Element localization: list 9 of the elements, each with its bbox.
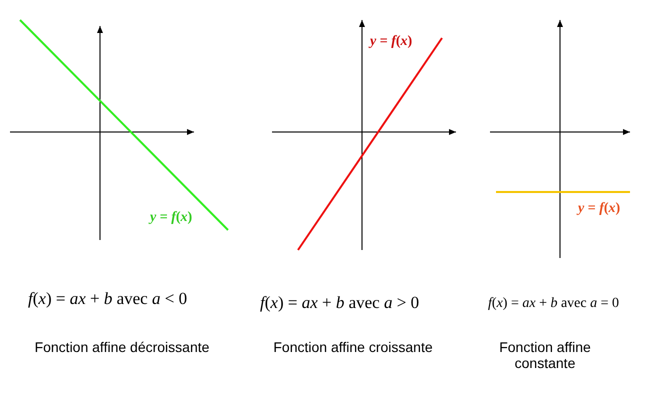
formula: f(x) = ax + b avec a < 0 [28,289,188,309]
caption: Fonction affine croissante [272,339,434,355]
caption: Fonction affine décroissante [34,339,210,355]
curve-label: y = f(x) [370,34,412,50]
curve-label: y = f(x) [150,210,192,226]
caption: Fonction affine constante [498,339,592,371]
formula: f(x) = ax + b avec a > 0 [260,293,420,313]
curve-label: y = f(x) [578,201,620,217]
formula: f(x) = ax + b avec a = 0 [488,296,620,312]
